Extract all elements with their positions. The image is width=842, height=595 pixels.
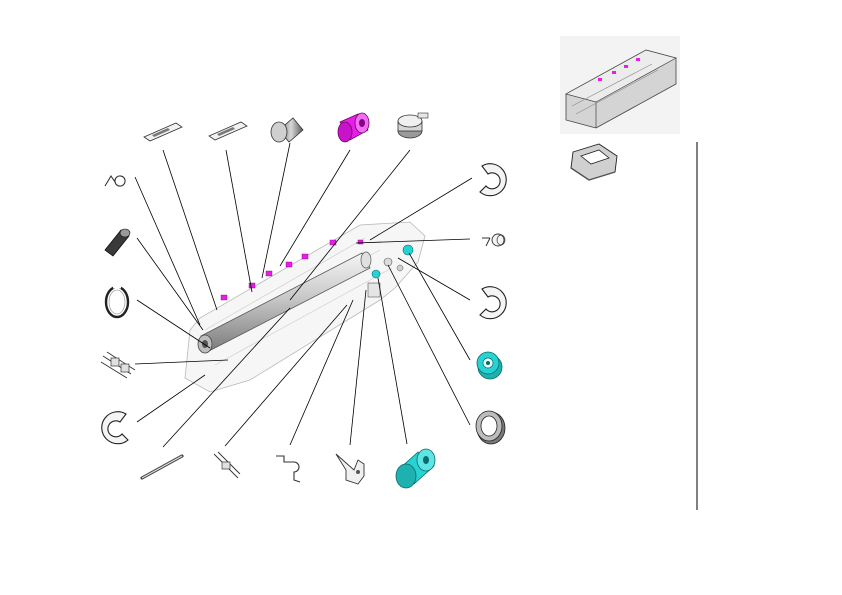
pin-icon	[270, 117, 304, 143]
fuser-frame-assembly	[184, 221, 426, 393]
bearing-icon	[476, 351, 503, 380]
bearing-icon	[395, 448, 436, 489]
roller-icon	[337, 112, 370, 143]
frame-clips	[220, 239, 364, 301]
contact-plate-icon	[208, 121, 248, 141]
e-ring-icon	[479, 286, 507, 320]
spring-clip-icon	[104, 174, 126, 187]
cable-connector-icon	[213, 451, 241, 479]
torsion-spring-icon	[482, 233, 506, 247]
frame-outline	[184, 221, 426, 393]
e-ring-icon	[479, 163, 507, 197]
leader-lines	[134, 142, 473, 448]
cable-connector-icon	[100, 351, 136, 379]
washer-icon	[475, 410, 506, 445]
leaf-spring-icon	[276, 455, 301, 483]
cap-bushing-icon	[397, 112, 429, 139]
bracket-icon	[335, 453, 365, 485]
fuser-assembly-icon	[560, 36, 680, 134]
e-ring-icon	[101, 411, 129, 445]
long-pin-icon	[140, 454, 184, 480]
contact-plate-icon	[143, 122, 183, 142]
handle-icon	[570, 143, 618, 181]
assembly-right-end	[367, 244, 414, 298]
ring-icon	[104, 285, 130, 319]
cylinder-pin-icon	[104, 228, 131, 257]
